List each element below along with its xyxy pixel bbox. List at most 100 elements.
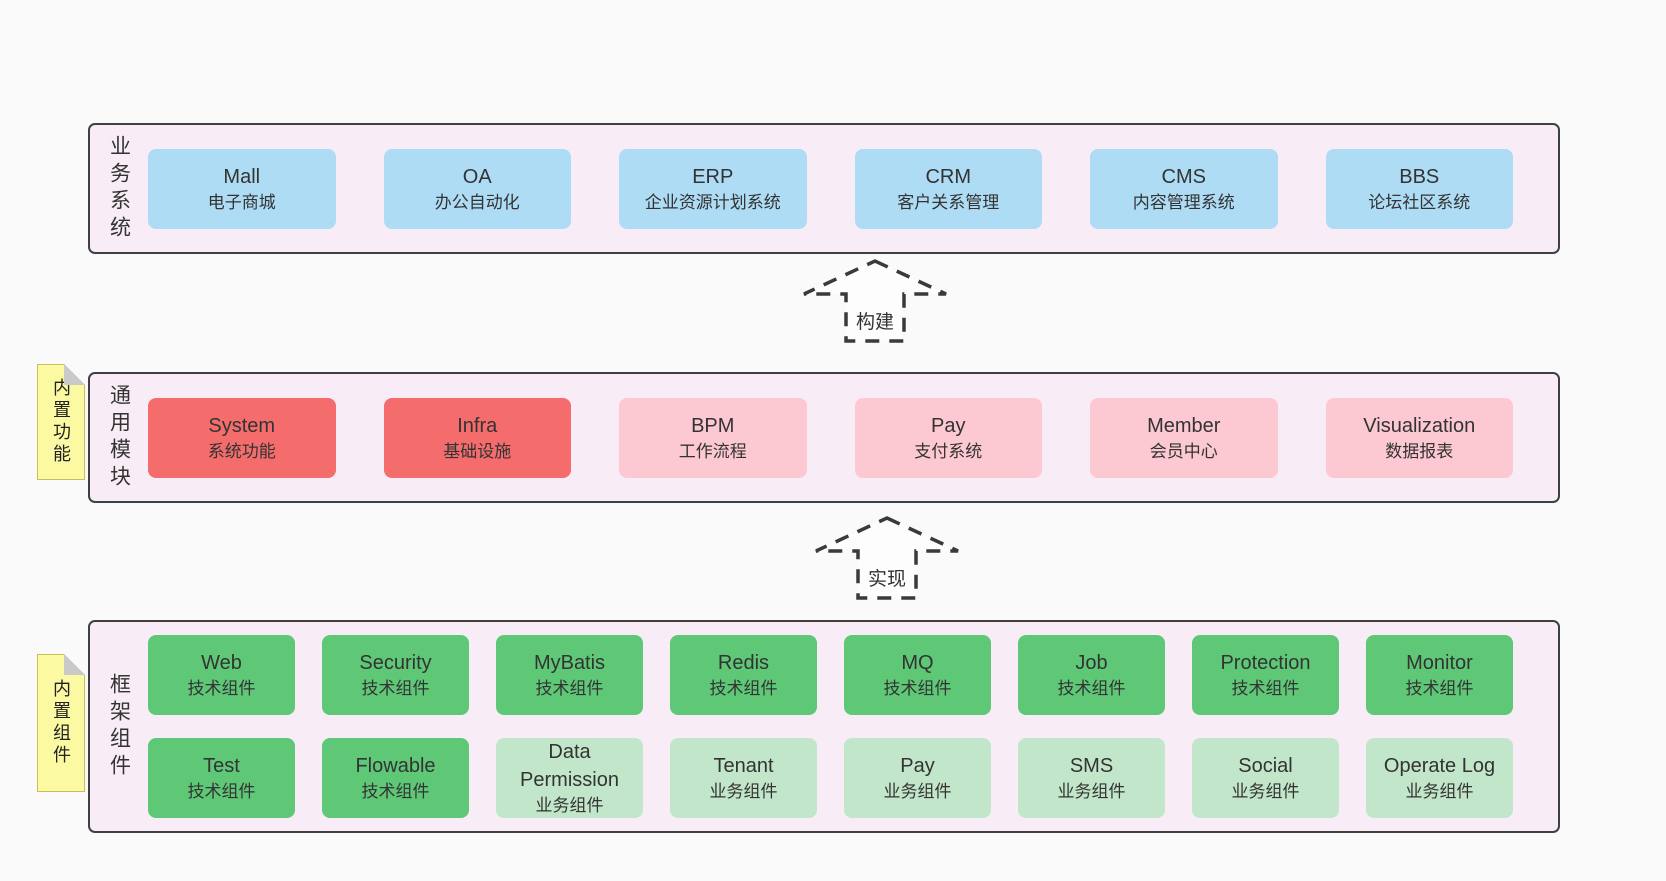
band-label-business: 业务系统 [90, 125, 148, 252]
box-desc: 客户关系管理 [897, 192, 1000, 212]
box-name: Mall [223, 165, 261, 188]
arrow-implement: 实现 [812, 514, 962, 602]
folded-corner-icon [64, 364, 85, 385]
box-desc: 支付系统 [914, 441, 983, 461]
band-business-systems: 业务系统 Mall 电子商城 OA 办公自动化 ERP 企业资源计划系统 CRM [88, 123, 1560, 254]
box-sms: SMS 业务组件 [1018, 738, 1165, 818]
box-monitor: Monitor 技术组件 [1366, 635, 1513, 715]
box-desc: 论坛社区系统 [1368, 192, 1471, 212]
box-desc: 业务组件 [1057, 782, 1126, 802]
note-builtin-features: 内置功能 [37, 364, 85, 480]
box-name: Security [359, 652, 432, 675]
box-test: Test 技术组件 [148, 738, 295, 818]
box-name: MQ [901, 652, 934, 675]
box-pay: Pay 支付系统 [854, 397, 1042, 478]
note-builtin-components: 内置组件 [37, 654, 85, 792]
box-name: Protection [1220, 652, 1311, 675]
box-name: Infra [457, 414, 498, 437]
note-text: 内置组件 [51, 679, 71, 767]
arrow-implement-label: 实现 [864, 564, 910, 591]
box-desc: 技术组件 [883, 679, 952, 699]
arrow-build: 构建 [800, 257, 950, 345]
box-name: CRM [925, 165, 972, 188]
box-desc: 电子商城 [207, 192, 276, 212]
band-row: Mall 电子商城 OA 办公自动化 ERP 企业资源计划系统 CRM 客户关系… [148, 148, 1513, 229]
band-business-content: Mall 电子商城 OA 办公自动化 ERP 企业资源计划系统 CRM 客户关系… [148, 125, 1558, 252]
box-visualization: Visualization 数据报表 [1325, 397, 1513, 478]
up-arrow-icon [803, 259, 947, 343]
box-name: Operate Log [1383, 755, 1496, 778]
box-name: Visualization [1363, 414, 1476, 437]
band-label-framework: 框架组件 [90, 622, 148, 831]
box-oa: OA 办公自动化 [383, 148, 571, 229]
box-desc: 技术组件 [709, 679, 778, 699]
box-member: Member 会员中心 [1090, 397, 1278, 478]
box-name: Data Permission [520, 741, 619, 792]
box-desc: 技术组件 [187, 679, 256, 699]
box-infra: Infra 基础设施 [383, 397, 571, 478]
band-label-text: 通用模块 [107, 383, 131, 492]
box-name: Redis [717, 652, 770, 675]
box-desc: 业务组件 [883, 782, 952, 802]
box-web: Web 技术组件 [148, 635, 295, 715]
band-label-common: 通用模块 [90, 374, 148, 501]
band-row: System 系统功能 Infra 基础设施 BPM 工作流程 Pay 支付系统… [148, 397, 1513, 478]
box-name: Monitor [1406, 652, 1473, 675]
band-label-text: 框架组件 [107, 672, 131, 781]
box-protection: Protection 技术组件 [1192, 635, 1339, 715]
box-mall: Mall 电子商城 [148, 148, 336, 229]
box-desc: 技术组件 [1405, 679, 1474, 699]
box-name: BBS [1399, 165, 1440, 188]
box-name: Pay [900, 755, 935, 778]
box-bpm: BPM 工作流程 [619, 397, 807, 478]
box-desc: 业务组件 [1231, 782, 1300, 802]
box-erp: ERP 企业资源计划系统 [619, 148, 807, 229]
box-name: Social [1238, 755, 1293, 778]
box-desc: 企业资源计划系统 [644, 192, 781, 212]
box-name: BPM [691, 414, 735, 437]
box-cms: CMS 内容管理系统 [1090, 148, 1278, 229]
box-name: Pay [931, 414, 966, 437]
box-desc: 内容管理系统 [1132, 192, 1235, 212]
up-arrow-icon [815, 516, 959, 600]
box-name: Member [1147, 414, 1221, 437]
box-desc: 技术组件 [1057, 679, 1126, 699]
box-system: System 系统功能 [148, 397, 336, 478]
band-label-text: 业务系统 [107, 134, 131, 243]
box-desc: 技术组件 [1231, 679, 1300, 699]
box-desc: 系统功能 [207, 441, 276, 461]
folded-corner-icon [64, 654, 85, 675]
box-data-permission: Data Permission 业务组件 [496, 738, 643, 818]
box-mq: MQ 技术组件 [844, 635, 991, 715]
box-desc: 基础设施 [443, 441, 512, 461]
box-crm: CRM 客户关系管理 [854, 148, 1042, 229]
box-security: Security 技术组件 [322, 635, 469, 715]
box-bbs: BBS 论坛社区系统 [1325, 148, 1513, 229]
box-name: Test [203, 755, 240, 778]
box-desc: 业务组件 [535, 796, 604, 816]
box-name: MyBatis [533, 652, 606, 675]
box-desc: 业务组件 [709, 782, 778, 802]
box-job: Job 技术组件 [1018, 635, 1165, 715]
band-common-content: System 系统功能 Infra 基础设施 BPM 工作流程 Pay 支付系统… [148, 374, 1558, 501]
band-framework-content: Web 技术组件 Security 技术组件 MyBatis 技术组件 Redi… [148, 622, 1558, 831]
box-operate-log: Operate Log 业务组件 [1366, 738, 1513, 818]
band-common-modules: 通用模块 System 系统功能 Infra 基础设施 BPM 工作流程 Pay [88, 372, 1560, 503]
band-row-tech: Web 技术组件 Security 技术组件 MyBatis 技术组件 Redi… [148, 635, 1513, 715]
box-desc: 办公自动化 [434, 192, 520, 212]
note-text: 内置功能 [51, 378, 71, 466]
box-social: Social 业务组件 [1192, 738, 1339, 818]
box-desc: 技术组件 [361, 782, 430, 802]
box-name: SMS [1069, 755, 1114, 778]
box-pay-business: Pay 业务组件 [844, 738, 991, 818]
box-name: Tenant [713, 755, 774, 778]
box-name: Web [201, 652, 242, 675]
arrow-build-label: 构建 [852, 307, 898, 334]
box-name: OA [462, 165, 492, 188]
box-name: Job [1075, 652, 1108, 675]
box-desc: 工作流程 [678, 441, 747, 461]
box-desc: 技术组件 [187, 782, 256, 802]
box-desc: 会员中心 [1149, 441, 1218, 461]
box-desc: 技术组件 [535, 679, 604, 699]
